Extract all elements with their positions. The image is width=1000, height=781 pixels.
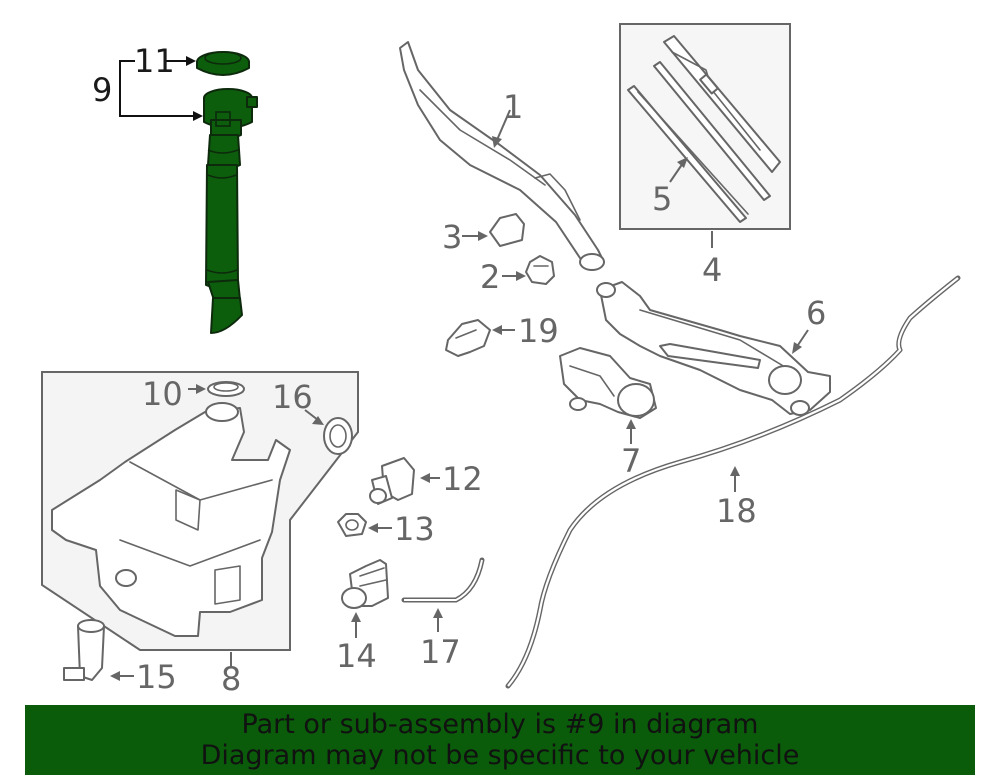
label-9: 9 — [92, 71, 112, 109]
wiper-blade-box: 5 4 — [619, 23, 791, 289]
label-5: 5 — [652, 180, 672, 218]
label-1: 1 — [503, 88, 523, 126]
label-13: 13 — [394, 510, 435, 548]
filler-cap — [196, 51, 250, 76]
wiper-arm: 1 — [399, 41, 605, 271]
banner-line-2: Diagram may not be specific to your vehi… — [200, 740, 800, 771]
label-8: 8 — [221, 660, 241, 698]
wiper-motor: 7 — [559, 347, 657, 480]
label-17: 17 — [420, 633, 461, 671]
label-11: 11 — [134, 42, 175, 80]
label-6: 6 — [806, 294, 826, 332]
washer-nozzle: 15 — [63, 619, 177, 696]
filler-neck-assembly: 9 11 — [92, 42, 258, 334]
label-12: 12 — [442, 460, 483, 498]
info-banner: Part or sub-assembly is #9 in diagram Di… — [25, 705, 975, 775]
washer-hose: 18 — [505, 275, 961, 689]
label-10: 10 — [142, 375, 183, 413]
reservoir-box: 8 — [41, 371, 359, 698]
banner-line-1: Part or sub-assembly is #9 in diagram — [241, 709, 759, 740]
wiper-linkage: 6 — [596, 281, 831, 416]
seal-ring: 10 — [142, 375, 245, 413]
label-15: 15 — [136, 658, 177, 696]
label-3: 3 — [442, 218, 462, 256]
pivot-cap: 3 — [442, 213, 525, 256]
pivot-nut: 2 — [480, 255, 555, 296]
filler-neck — [203, 88, 258, 334]
clip: 19 — [445, 312, 559, 357]
grommet: 16 — [272, 378, 353, 455]
label-2: 2 — [480, 258, 500, 296]
washer-pump: 14 — [336, 559, 389, 675]
hex-nut: 13 — [337, 510, 435, 548]
label-16: 16 — [272, 378, 313, 416]
label-7: 7 — [621, 442, 641, 480]
label-19: 19 — [518, 312, 559, 350]
level-sensor: 12 — [369, 457, 483, 505]
label-14: 14 — [336, 637, 377, 675]
label-18: 18 — [716, 492, 757, 530]
hose-bend: 17 — [401, 557, 485, 671]
label-4: 4 — [702, 251, 722, 289]
